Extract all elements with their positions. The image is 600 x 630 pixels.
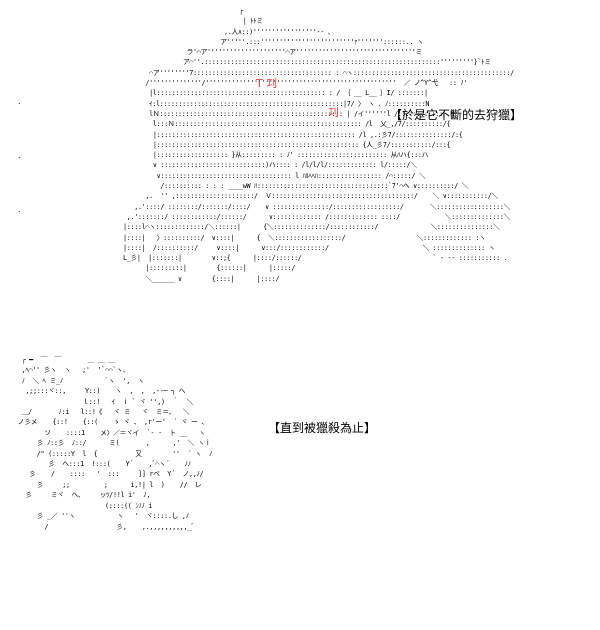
ascii-art-figure-top: ┌ | ﾄﾄミ ,.人∧::)'''''''''''''''''-- 、 ア''…	[122, 7, 514, 283]
red-glyph-mark: Т 㓚	[256, 77, 278, 90]
caption-top: 【於是它不斷的去狩獵】	[390, 108, 523, 122]
stray-mark: .	[18, 205, 21, 214]
caption-bottom: 【直到被獵殺為止】	[268, 421, 377, 435]
stray-mark: .	[18, 97, 21, 106]
ascii-art-figure-bottom: ┌ ━ ￣ ￣ ＿ ＿ ＿ ,ﾍ⌒'' 彡ヽ ヽ ;' '`⌒⌒`ヽ、 ﾉ ＼ …	[17, 356, 213, 531]
stray-mark: .	[18, 151, 21, 160]
red-glyph-mark: 㓚	[328, 106, 339, 119]
